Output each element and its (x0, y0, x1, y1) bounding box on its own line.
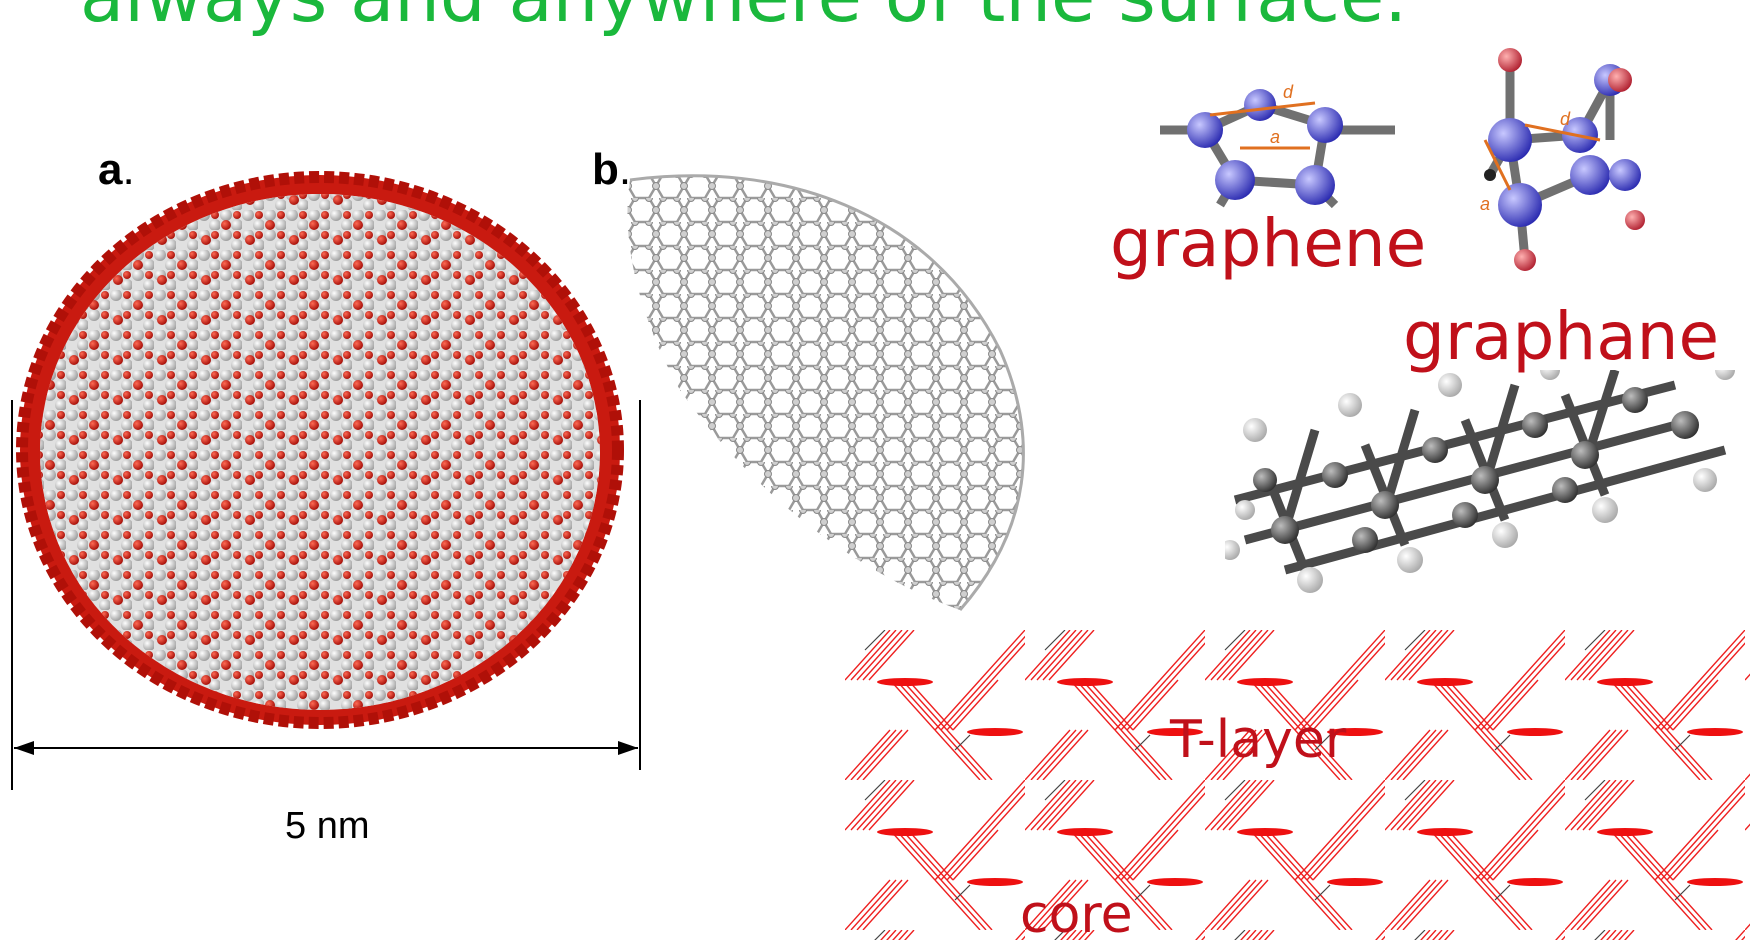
graphane-a-label: a (1480, 194, 1490, 214)
graphane-label: graphane (1403, 298, 1720, 375)
graphene-a-label: a (1270, 127, 1280, 147)
panel-a-dot: . (122, 145, 135, 194)
graphene-molecule: d a (1160, 82, 1395, 209)
core-surface-atoms (40, 194, 600, 710)
scale-label: 5 nm (285, 805, 370, 847)
nanodiamond-particle (16, 171, 624, 729)
surface-rim (16, 171, 624, 729)
sheet-edge (629, 174, 1025, 611)
panel-b-dot: . (618, 145, 632, 194)
t-layer-label: T-layer (1170, 710, 1347, 770)
panel-a-letter: a (98, 145, 123, 194)
panel-b-label: b. (592, 145, 631, 195)
graphane-molecule: d a (1480, 48, 1645, 271)
core-label: core (1020, 885, 1133, 945)
scale-arrow-right (618, 741, 638, 755)
graphane-d-label: d (1560, 109, 1571, 129)
lattice-diagram (845, 630, 1750, 940)
scale-arrow-left (14, 741, 34, 755)
graphane-crystal (1225, 370, 1735, 593)
graphene-d-label: d (1283, 82, 1294, 102)
curved-sheet (627, 174, 1025, 611)
slide-headline: always and anywhere of the surface. (80, 0, 1407, 32)
sheet-mesh (627, 175, 1024, 610)
panel-a-label: a. (98, 145, 135, 195)
panel-b-letter: b (592, 145, 619, 194)
lattice-pattern (845, 630, 1750, 940)
scale-bar (11, 400, 641, 790)
graphene-label: graphene (1110, 205, 1427, 282)
